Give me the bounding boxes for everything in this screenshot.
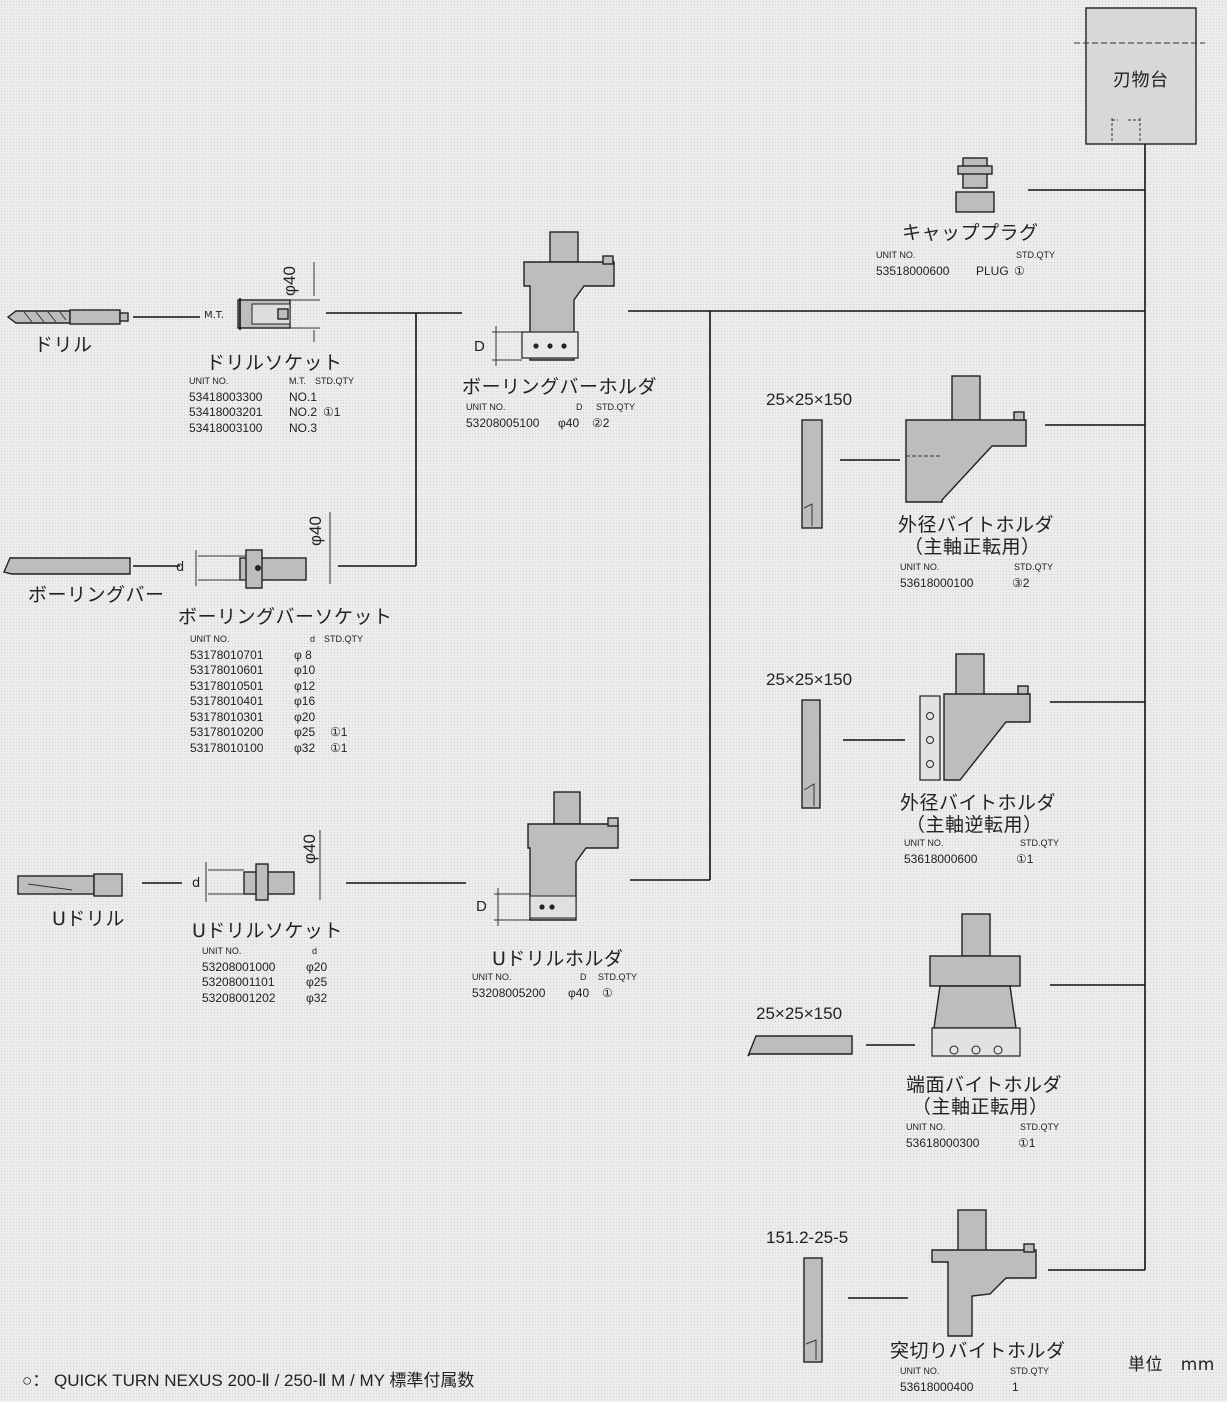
boring-socket-name: ボーリングバーソケット: [178, 606, 393, 628]
u-drill-socket-name: Uドリルソケット: [192, 920, 343, 942]
face-size: 25×25×150: [756, 1004, 843, 1023]
drill-socket-part: [237, 262, 320, 342]
u-drill-socket-d: d: [192, 876, 201, 891]
od-fwd-size: 25×25×150: [766, 390, 853, 409]
cutoff-size: 151.2-25-5: [766, 1228, 849, 1247]
footnote: ○： QUICK TURN NEXUS 200-Ⅱ / 250-Ⅱ M / MY…: [22, 1371, 475, 1390]
drill-part: [6, 309, 129, 325]
tool-post-label: 刃物台: [1113, 70, 1169, 91]
u-drill-socket-part: [205, 830, 321, 902]
cutoff-name1: 突切りバイトホルダ: [890, 1340, 1066, 1362]
unit-label: 単位 mm: [1128, 1355, 1215, 1375]
od-rev-name2: （主軸逆転用）: [906, 814, 1043, 836]
drill-mt-label: M.T.: [204, 310, 224, 321]
od-fwd-name2: （主軸正転用）: [904, 536, 1041, 558]
boring-holder-name: ボーリングバーホルダ: [462, 376, 658, 398]
face-name1: 端面バイトホルダ: [906, 1074, 1063, 1096]
drill-label: ドリル: [34, 334, 93, 356]
face-name2: （主軸正転用）: [912, 1096, 1049, 1118]
cutoff-holder-part: [803, 1209, 1037, 1363]
cap-plug-part: [955, 157, 995, 213]
od-holder-rev-part: [801, 653, 1031, 809]
boring-bar-part: [3, 557, 131, 575]
tool-post-box: [1085, 7, 1197, 145]
u-drill-holder-part: [494, 791, 619, 926]
u-drill-socket-dim: φ40: [300, 834, 319, 864]
boring-bar-label: ボーリングバー: [28, 584, 165, 606]
face-holder-part: [747, 913, 1021, 1057]
drill-socket-dim: φ40: [280, 266, 299, 296]
od-holder-fwd-part: [801, 375, 1027, 529]
od-rev-size: 25×25×150: [766, 670, 853, 689]
u-drill-part: [17, 873, 123, 897]
cap-plug-name: キャッププラグ: [902, 222, 1039, 244]
boring-bar-holder-part: [492, 231, 615, 366]
od-rev-name1: 外径バイトホルダ: [900, 792, 1057, 814]
u-holder-name: Uドリルホルダ: [492, 948, 624, 970]
od-fwd-name1: 外径バイトホルダ: [898, 514, 1055, 536]
u-drill-label: Uドリル: [52, 908, 125, 930]
boring-socket-part: [195, 512, 331, 589]
boring-socket-d: d: [176, 560, 185, 575]
u-holder-dim: D: [476, 898, 487, 915]
drill-socket-name: ドリルソケット: [206, 352, 343, 374]
boring-holder-dim: D: [474, 338, 485, 355]
boring-socket-dim: φ40: [306, 516, 325, 546]
